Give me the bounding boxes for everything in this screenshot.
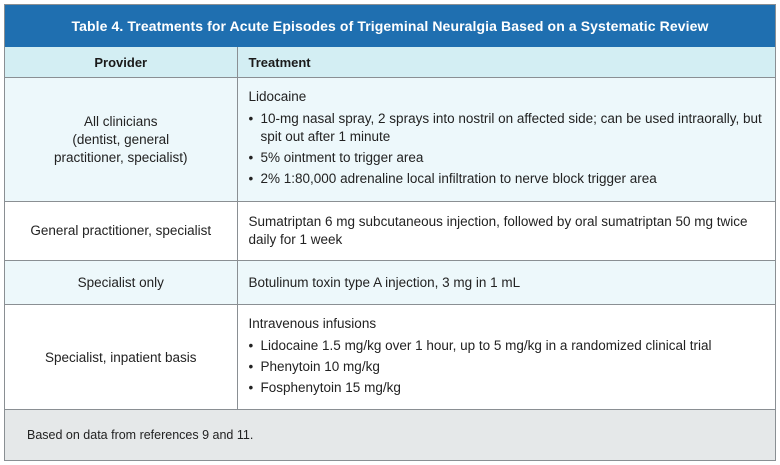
table-row: Specialist, inpatient basis Intravenous … <box>5 304 775 411</box>
provider-line: All clinicians <box>83 113 158 129</box>
header-treatment: Treatment <box>237 47 775 78</box>
treatment-cell: Intravenous infusions Lidocaine 1.5 mg/k… <box>237 305 775 411</box>
header-row: Provider Treatment <box>5 47 775 78</box>
treatment-cell: Sumatriptan 6 mg subcutaneous injection,… <box>237 201 775 261</box>
header-provider: Provider <box>5 47 238 78</box>
provider-cell: All clinicians (dentist, general practit… <box>5 77 238 202</box>
treatment-lead: Intravenous infusions <box>248 316 377 332</box>
table-row: All clinicians (dentist, general practit… <box>5 77 775 202</box>
treatment-table: Table 4. Treatments for Acute Episodes o… <box>4 4 776 461</box>
treatment-lead: Lidocaine <box>248 89 307 104</box>
provider-cell: Specialist, inpatient basis <box>5 304 238 411</box>
table-row: Specialist only Botulinum toxin type A i… <box>5 260 775 305</box>
footnote-text: Based on data from references 9 and 11. <box>27 428 254 442</box>
table-title: Table 4. Treatments for Acute Episodes o… <box>5 5 775 47</box>
table-footnote: Based on data from references 9 and 11. <box>5 409 775 460</box>
provider-line: Specialist, inpatient basis <box>44 349 197 365</box>
table-row: General practitioner, specialist Sumatri… <box>5 201 775 261</box>
list-item: 2% 1:80,000 adrenaline local infiltratio… <box>249 170 766 188</box>
treatment-cell: Botulinum toxin type A injection, 3 mg i… <box>237 260 775 305</box>
treatment-lead: Sumatriptan 6 mg subcutaneous injection,… <box>248 214 748 247</box>
list-item: 10-mg nasal spray, 2 sprays into nostril… <box>249 110 766 146</box>
treatment-list: 10-mg nasal spray, 2 sprays into nostril… <box>249 110 766 188</box>
treatment-lead: Botulinum toxin type A injection, 3 mg i… <box>248 274 521 290</box>
list-item: Phenytoin 10 mg/kg <box>249 358 766 376</box>
treatment-cell: Lidocaine 10-mg nasal spray, 2 sprays in… <box>237 77 775 202</box>
list-item: Lidocaine 1.5 mg/kg over 1 hour, up to 5… <box>249 337 766 355</box>
provider-line: General practitioner, specialist <box>30 223 212 238</box>
provider-cell: General practitioner, specialist <box>5 201 238 261</box>
provider-line: practitioner, specialist) <box>53 149 188 165</box>
provider-cell: Specialist only <box>5 260 238 305</box>
provider-line: Specialist only <box>77 274 164 290</box>
provider-line: (dentist, general <box>72 131 170 147</box>
table-grid: Provider Treatment All clinicians (denti… <box>5 47 775 411</box>
list-item: 5% ointment to trigger area <box>249 149 766 167</box>
list-item: Fosphenytoin 15 mg/kg <box>249 379 766 397</box>
treatment-list: Lidocaine 1.5 mg/kg over 1 hour, up to 5… <box>249 337 766 397</box>
